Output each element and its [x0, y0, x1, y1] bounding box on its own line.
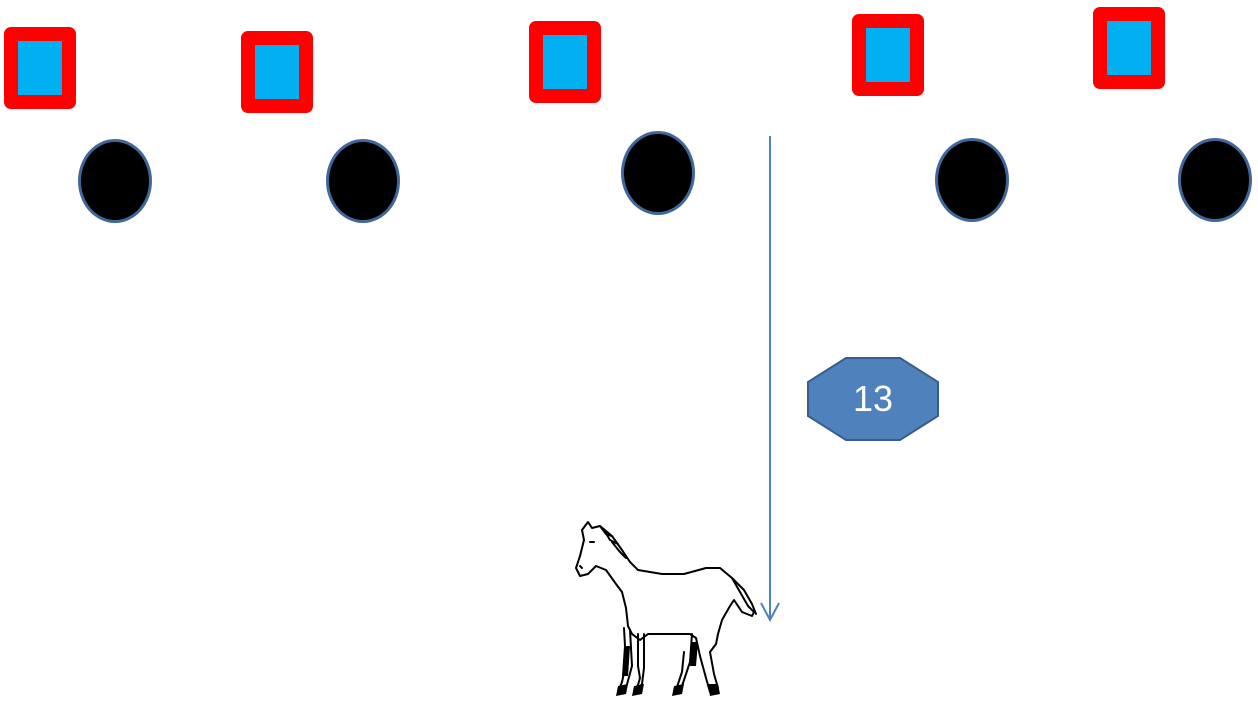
circle-5 — [1178, 138, 1252, 222]
horse-icon — [566, 516, 762, 700]
circle-3 — [621, 131, 695, 215]
square-3 — [529, 21, 601, 103]
square-2 — [241, 31, 313, 113]
square-5 — [1093, 7, 1165, 89]
badge-label: 13 — [806, 356, 940, 442]
circle-4 — [935, 138, 1009, 222]
number-badge: 13 — [806, 356, 940, 442]
circle-1 — [78, 139, 152, 223]
circle-2 — [326, 139, 400, 223]
square-4 — [852, 14, 924, 96]
square-1 — [4, 27, 76, 109]
